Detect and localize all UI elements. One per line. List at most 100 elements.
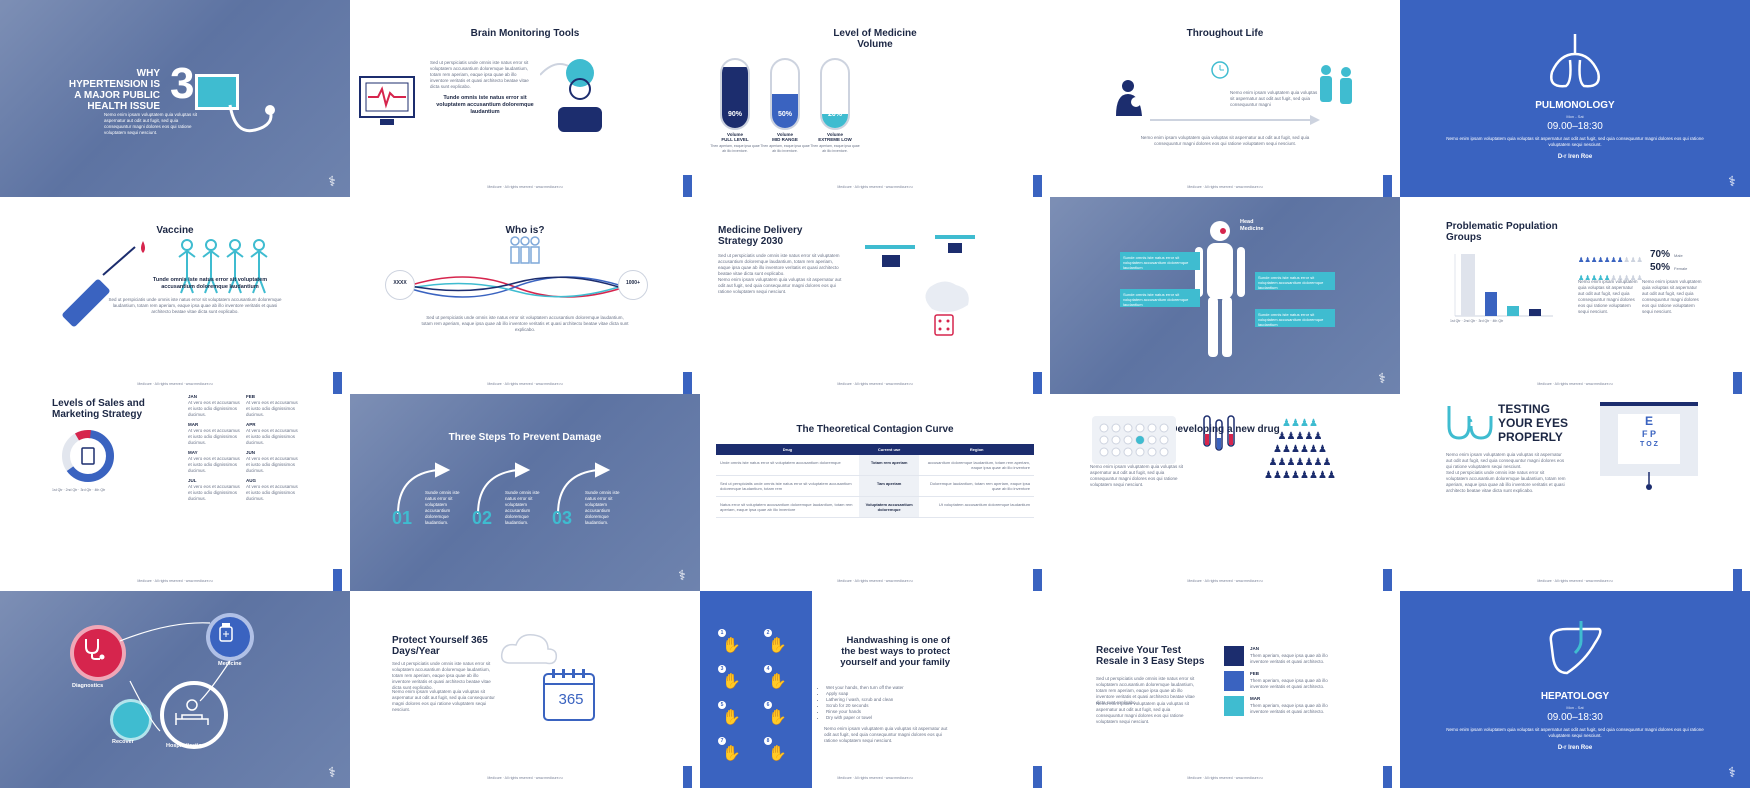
month-text: At vero eos et accusamus et iusto odio d… <box>246 456 298 473</box>
brain-text: Sed ut perspiciatis unde omnis iste natu… <box>430 60 529 89</box>
syringe-icon <box>62 241 145 327</box>
month-label: MAY <box>188 450 198 455</box>
slide-population-groups[interactable]: Problematic Population Groups 1st Qtr · … <box>1400 197 1750 394</box>
slide-brain-monitoring[interactable]: Brain Monitoring Tools Sed ut perspiciat… <box>350 0 700 197</box>
slide-hepatology[interactable]: HEPATOLOGY Mon - Sat 09.00–18:30 Nemo en… <box>1400 591 1750 788</box>
person-icon: ♟ <box>1610 257 1617 264</box>
delivery-title: Medicine Delivery Strategy 2030 <box>718 225 803 247</box>
population-text-1: Nemo enim ipsam voluptatem quia voluptas… <box>1578 279 1638 314</box>
new-drug-text: Nemo enim ipsam voluptatem quia voluptas… <box>1090 464 1184 487</box>
slide-tab <box>333 569 342 591</box>
volume-sublabel: FULL LEVEL <box>721 137 749 142</box>
hospitalization-circle <box>160 681 228 749</box>
eye-chart-board: E F P T O Z <box>1618 414 1680 464</box>
protect-text-2: Nemo enim ipsam voluptatem quia voluptas… <box>392 689 495 712</box>
male-label: Male <box>1674 253 1683 258</box>
person-icon: ♟ <box>1300 444 1309 455</box>
cycle-arrows <box>119 622 231 732</box>
hepatology-title: HEPATOLOGY <box>1540 691 1610 702</box>
footer-text: Medicure · All rights reserved · www.med… <box>487 776 563 780</box>
slide-vaccine[interactable]: Vaccine Tunde omnis iste natus error sit… <box>0 197 350 394</box>
volume-pill-fill <box>722 66 748 128</box>
volume-label: Volume <box>727 132 743 137</box>
month-label: FEB <box>246 394 255 399</box>
slide-care-cycle[interactable]: Medicine Diagnostics Recover Hospitaliza… <box>0 591 350 788</box>
family-icon <box>510 236 540 264</box>
person-icon: ♟ <box>1318 444 1327 455</box>
person-icon: ♟ <box>1304 431 1314 442</box>
protect-text-1: Sed ut perspiciatis unde omnis iste natu… <box>392 661 491 690</box>
slide-who-is[interactable]: Who is? XXXX 1000+ Sed ut perspiciatis u… <box>350 197 700 394</box>
patient-helmet-icon <box>540 59 602 132</box>
hand-icon: ✋ <box>768 673 787 690</box>
slide-testing-eyes[interactable]: TESTING YOUR EYES PROPERLY Nemo enim ips… <box>1400 394 1750 591</box>
person-icon: ♟ <box>1309 444 1318 455</box>
handwashing-text: Nemo enim ipsam voluptatem quia voluptas… <box>824 726 948 743</box>
head-medicine-label: Head Medicine <box>1240 219 1264 232</box>
glasses-icon <box>1447 406 1493 440</box>
hand-icon: ✋ <box>768 637 787 654</box>
step-number-1: 01 <box>392 508 413 528</box>
brain-quote: Tunde omnis iste natus error sit volupta… <box>436 95 534 115</box>
slide-tab <box>683 372 692 394</box>
pyramid-row: ♟♟♟♟ <box>1245 416 1355 429</box>
person-icon: ♟ <box>1286 457 1296 468</box>
slide-sales-marketing[interactable]: Levels of Sales and Marketing Strategy 1… <box>0 394 350 591</box>
person-icon: ♟ <box>1295 457 1305 468</box>
slide-pulmonology[interactable]: PULMONOLOGY Mon - Sat 09.00–18:30 Nemo e… <box>1400 0 1750 197</box>
cell: Doloremque laudantium, totam rem aperiam… <box>919 475 1034 497</box>
slide-protect-yourself[interactable]: Protect Yourself 365 Days/Year Sed ut pe… <box>350 591 700 788</box>
slide-contagion-curve[interactable]: The Theoretical Contagion Curve Drug Cur… <box>700 394 1050 591</box>
slide-new-drug[interactable]: Developing a new drug ♟♟♟♟♟♟♟♟♟♟♟♟♟♟♟♟♟♟… <box>1050 394 1400 591</box>
hand-icon: ✋ <box>768 709 787 726</box>
slide-tab <box>1383 175 1392 197</box>
hypertension-number: 3 <box>170 59 195 108</box>
month-label: AUG <box>246 478 256 483</box>
person-icon: ♟ <box>1273 444 1282 455</box>
pointer-icon <box>1646 472 1652 490</box>
list-item: Rinse your hands <box>826 709 966 715</box>
footer-text: Medicure · All rights reserved · www.med… <box>837 382 913 386</box>
protect-title: Protect Yourself 365 Days/Year <box>392 635 488 657</box>
volume-sublabel: MID RANGE <box>772 137 798 142</box>
footer-text: Medicure · All rights reserved · www.med… <box>1537 579 1613 583</box>
person-icon: ♟ <box>1623 275 1630 282</box>
slide-test-results[interactable]: Receive Your Test Resale in 3 Easy Steps… <box>1050 591 1400 788</box>
person-icon: ♟ <box>1617 275 1624 282</box>
slide-three-steps[interactable]: Three Steps To Prevent Damage 01 02 03 S… <box>350 394 700 591</box>
slide-throughout-life[interactable]: Throughout Life Nemo enim ipsam voluptat… <box>1050 0 1400 197</box>
month-text: At vero eos et accusamus et iusto odio d… <box>188 400 240 417</box>
slide-tab <box>1033 175 1042 197</box>
footer-text: Medicure · All rights reserved · www.med… <box>837 776 913 780</box>
cell: Totam rem aperiam <box>858 455 920 476</box>
month-label: JUL <box>188 478 197 483</box>
cell: Voluptatem accusantium doloremque <box>858 496 920 518</box>
step-number-2: 02 <box>472 508 493 528</box>
human-body-icon <box>1195 221 1245 357</box>
recover-circle <box>110 699 152 741</box>
hand-icon: ✋ <box>722 709 741 726</box>
cell: Unde omnis iste natus error sit voluptat… <box>716 455 859 476</box>
volume-sublabel: EXTREME LOW <box>818 137 852 142</box>
bar-2nd-qtr <box>1485 292 1497 316</box>
slide-handwashing[interactable]: 1✋2✋3✋4✋5✋6✋7✋8✋ Handwashing is one of t… <box>700 591 1050 788</box>
step-text-2: Them aperiam, eaque ipsa quae ab illo in… <box>1250 678 1328 689</box>
slide-hypertension[interactable]: WHY HYPERTENSION IS A MAJOR PUBLIC HEALT… <box>0 0 350 197</box>
slide-tab <box>683 766 692 788</box>
population-bar-chart <box>1454 254 1553 317</box>
slide-tab <box>1033 569 1042 591</box>
person-icon: ♟ <box>1597 275 1604 282</box>
volume-label: Volume <box>827 132 843 137</box>
eye-chart-line-3: T O Z <box>1640 441 1658 448</box>
slide-head-medicine[interactable]: Head Medicine Sunde omnis iste natus err… <box>1050 197 1400 394</box>
new-drug-title: Developing a new drug <box>1170 424 1280 435</box>
legend-4th: 4th Qtr <box>1492 319 1504 323</box>
month-text: At vero eos et accusamus et iusto odio d… <box>188 456 240 473</box>
vaccine-quote: Tunde omnis iste natus error sit volupta… <box>152 277 268 290</box>
person-icon: ♟ <box>1273 470 1282 481</box>
timeline-arrow <box>1150 115 1320 125</box>
slide-medicine-delivery[interactable]: Medicine Delivery Strategy 2030 Sed ut p… <box>700 197 1050 394</box>
